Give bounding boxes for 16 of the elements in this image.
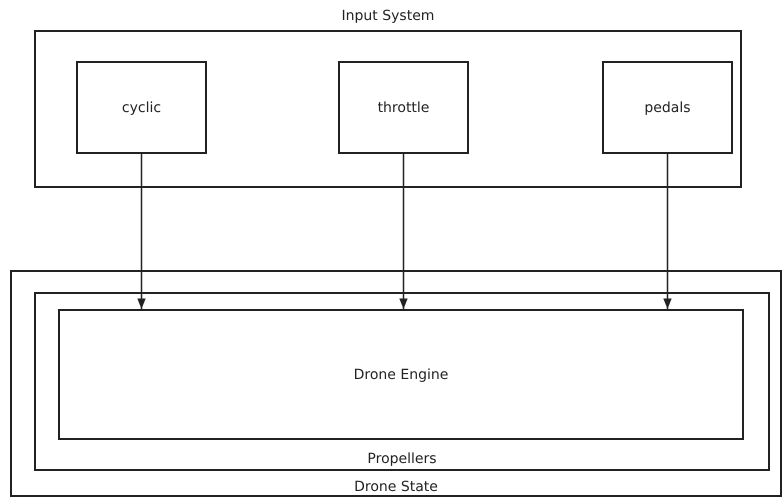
box [76,61,207,154]
box [10,270,782,497]
node-label: Drone Engine [352,366,450,382]
box [34,292,770,471]
arrow [399,154,408,309]
node-label: pedals [643,100,692,116]
arrow [137,154,146,309]
box [602,61,733,154]
node-label: throttle [376,100,430,116]
node-label: cyclic [120,100,162,116]
box [58,309,744,440]
node-label: Propellers [366,451,438,467]
node-label: Drone State [353,479,439,495]
arrow [663,154,672,309]
box [338,61,469,154]
node-label: Input System [340,8,436,24]
